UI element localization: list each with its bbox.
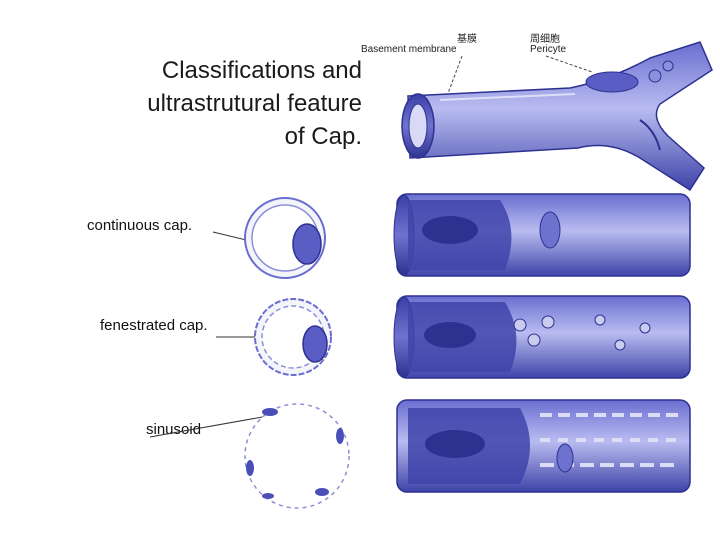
leader-pericyte (545, 55, 593, 73)
sinusoid-cross-section (244, 403, 350, 509)
title-line-2: ultrastrutural feature (147, 90, 362, 117)
title-line-1: Classifications and (161, 57, 362, 84)
continuous-tube-illustration (393, 193, 691, 277)
legend-pericyte-cn: 周细胞 (530, 34, 560, 45)
legend-pericyte-en: Pericyte (530, 44, 567, 55)
slide-title: Classifications and ultrastrutural featu… (90, 54, 362, 153)
continuous-cross-section (244, 197, 326, 279)
label-continuous-cap: continuous cap. (87, 217, 193, 234)
fenestrated-tube-illustration (393, 295, 691, 379)
sinusoid-tube-illustration (396, 399, 691, 493)
fenestrated-cross-section (254, 298, 332, 376)
legend-basement-en: Basement membrane (361, 44, 457, 55)
branching-capillary-illustration (401, 41, 713, 192)
title-line-3: of Cap. (284, 123, 362, 150)
leader-line-sinusoid (149, 415, 269, 438)
legend-basement-cn: 基膜 (457, 34, 477, 45)
label-fenestrated-cap: fenestrated cap. (100, 317, 208, 334)
label-sinusoid: sinusoid (146, 421, 202, 438)
leader-basement (446, 55, 463, 97)
